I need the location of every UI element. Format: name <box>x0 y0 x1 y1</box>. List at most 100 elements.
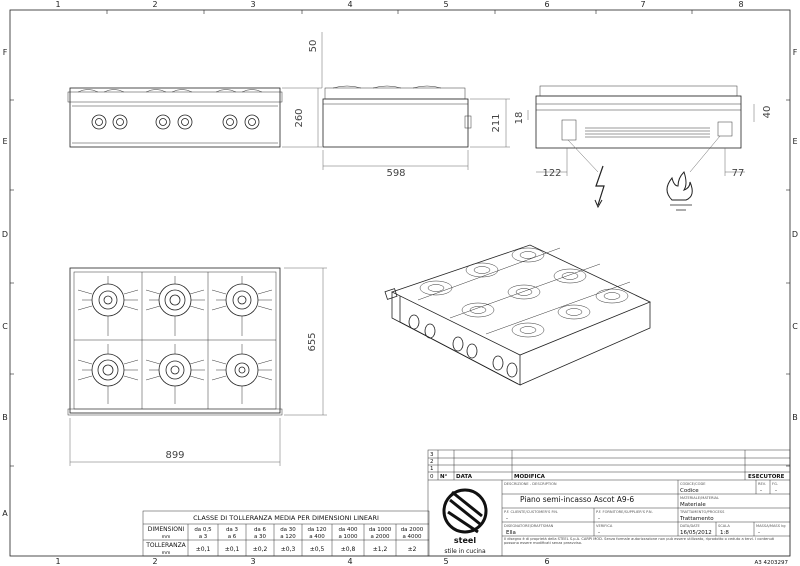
trattamento-value: Trattamento <box>679 516 714 522</box>
data-value: 16/05/2012 <box>680 530 712 536</box>
rev-esecutore-label: ESECUTORE <box>748 474 785 480</box>
grid-row-b: B <box>2 413 8 422</box>
disegnatore-header: DISEGNATORE/DRAFTSMAN <box>504 524 554 528</box>
range-0-to: a 3 <box>199 534 208 540</box>
plan-view: 899 655 <box>67 267 327 466</box>
dim-side-width: 598 <box>386 168 405 179</box>
gas-connection-flame-icon <box>666 171 693 211</box>
range-4-from: da 120 <box>307 527 327 533</box>
rev-row-1: 1 <box>430 466 434 472</box>
verifica-value: - <box>598 530 600 536</box>
dim-rear-40: 40 <box>762 106 773 119</box>
grid-row-d: D <box>2 230 8 239</box>
range-3-tol: ±0,3 <box>281 546 296 553</box>
range-1-from: da 3 <box>226 527 239 533</box>
dim-side-height: 211 <box>491 113 502 132</box>
trattamento-header: TRATTAMENTO/PROCESS <box>679 510 725 514</box>
steel-logo-icon <box>442 488 488 534</box>
dim-side-top: 50 <box>308 40 319 53</box>
legal-notice-box: Il disegno è di proprietà della STEEL S.… <box>504 537 775 546</box>
fg-header: FG. <box>772 482 778 486</box>
dim-rear-122: 122 <box>542 168 561 179</box>
range-7-from: da 2000 <box>401 527 424 533</box>
range-7-tol: ±2 <box>408 546 417 553</box>
range-2-tol: ±0,2 <box>253 546 268 553</box>
logo-tagline: stile in cucina <box>444 548 486 555</box>
grid-col-3: 3 <box>250 0 255 9</box>
rev-row-0: 0 <box>430 474 434 480</box>
grid-col-4-bottom: 4 <box>347 557 352 566</box>
rev-data-label: DATA <box>456 474 473 480</box>
range-0-from: da 0,5 <box>194 527 212 533</box>
materiale-value: Materiale <box>680 502 706 508</box>
grid-row-c: C <box>2 322 8 331</box>
range-1-tol: ±0,1 <box>225 546 240 553</box>
rev-n-label: N° <box>440 474 448 480</box>
tolerance-tol-unit: mm <box>162 551 171 556</box>
grid-col-5-bottom: 5 <box>443 557 448 566</box>
side-view: 50 211 598 <box>308 32 510 179</box>
grid-row-d-right: D <box>792 230 798 239</box>
grid-ticks <box>10 10 790 467</box>
range-4-to: a 400 <box>309 534 325 540</box>
dim-rear-77: 77 <box>732 168 745 179</box>
grid-col-8: 8 <box>738 0 743 9</box>
range-6-to: a 2000 <box>370 534 390 540</box>
range-3-to: a 120 <box>280 534 296 540</box>
front-view: 260 <box>67 87 322 148</box>
grid-col-4: 4 <box>347 0 352 9</box>
logo-text: steel <box>454 536 476 545</box>
grid-row-a: A <box>2 509 8 518</box>
isometric-view <box>384 244 651 386</box>
disegnatore-value: Ella <box>506 530 516 536</box>
grid-col-6: 6 <box>544 0 549 9</box>
rev-value: - <box>760 488 762 494</box>
tolerance-caption: CLASSE DI TOLLERANZA MEDIA PER DIMENSION… <box>193 514 379 522</box>
grid-labels-top: 1 2 3 4 5 6 7 8 <box>55 0 743 9</box>
scala-header: SCALA <box>718 524 730 528</box>
dim-rear-18: 18 <box>514 112 525 125</box>
sheet-code: A3 4203297 <box>754 560 788 566</box>
cliente-value: - <box>506 516 508 522</box>
range-2-from: da 6 <box>254 527 267 533</box>
dim-plan-depth: 655 <box>307 332 318 351</box>
grid-row-f-right: F <box>793 48 798 57</box>
rear-view: 18 40 122 77 <box>514 85 773 179</box>
tolerance-dim-unit: mm <box>162 535 171 540</box>
grid-row-b-right: B <box>792 413 798 422</box>
fg-value: - <box>775 488 777 494</box>
materiale-header: MATERIALE/MATERIAL <box>680 496 719 500</box>
codice-value: Codice <box>680 488 699 494</box>
fornitore-value: - <box>598 516 600 522</box>
range-7-to: a 4000 <box>402 534 422 540</box>
tolerance-tol-label: TOLLERANZA <box>145 542 186 549</box>
data-header: DATA/DATE <box>680 524 701 528</box>
scala-value: 1:8 <box>720 530 729 536</box>
cliente-header: P.F. CLIENTE/CUSTOMER'S P.N. <box>504 510 558 514</box>
grid-labels-left: F E D C B A <box>2 48 8 518</box>
grid-row-e: E <box>2 137 7 146</box>
range-5-tol: ±0,8 <box>341 546 356 553</box>
dim-plan-width: 899 <box>165 450 184 461</box>
grid-col-7: 7 <box>640 0 645 9</box>
grid-col-1: 1 <box>55 0 60 9</box>
grid-row-c-right: C <box>792 322 798 331</box>
title-block: 3 2 1 0 N° DATA MODIFICA ESECUTORE steel… <box>427 449 791 557</box>
range-4-tol: ±0,5 <box>310 546 325 553</box>
range-5-from: da 400 <box>338 527 358 533</box>
tolerance-table: CLASSE DI TOLLERANZA MEDIA PER DIMENSION… <box>142 510 430 557</box>
range-0-tol: ±0,1 <box>196 546 211 553</box>
tolerance-dim-label: DIMENSIONI <box>148 526 185 533</box>
grid-labels-bottom: 1 2 3 4 5 6 <box>55 557 549 566</box>
legal-notice: Il disegno è di proprietà della STEEL S.… <box>504 537 775 546</box>
range-3-from: da 30 <box>280 527 296 533</box>
codice-header: CODICE/CODE <box>680 482 706 486</box>
rev-header: REV. <box>758 482 766 486</box>
fornitore-header: P.F. FORNITORE/SUPPLIER'S P.N. <box>596 510 653 514</box>
rev-modifica-label: MODIFICA <box>514 474 546 480</box>
rev-row-2: 2 <box>430 459 434 465</box>
range-5-to: a 1000 <box>338 534 358 540</box>
range-1-to: a 6 <box>228 534 237 540</box>
dim-front-depth: 260 <box>294 108 305 127</box>
